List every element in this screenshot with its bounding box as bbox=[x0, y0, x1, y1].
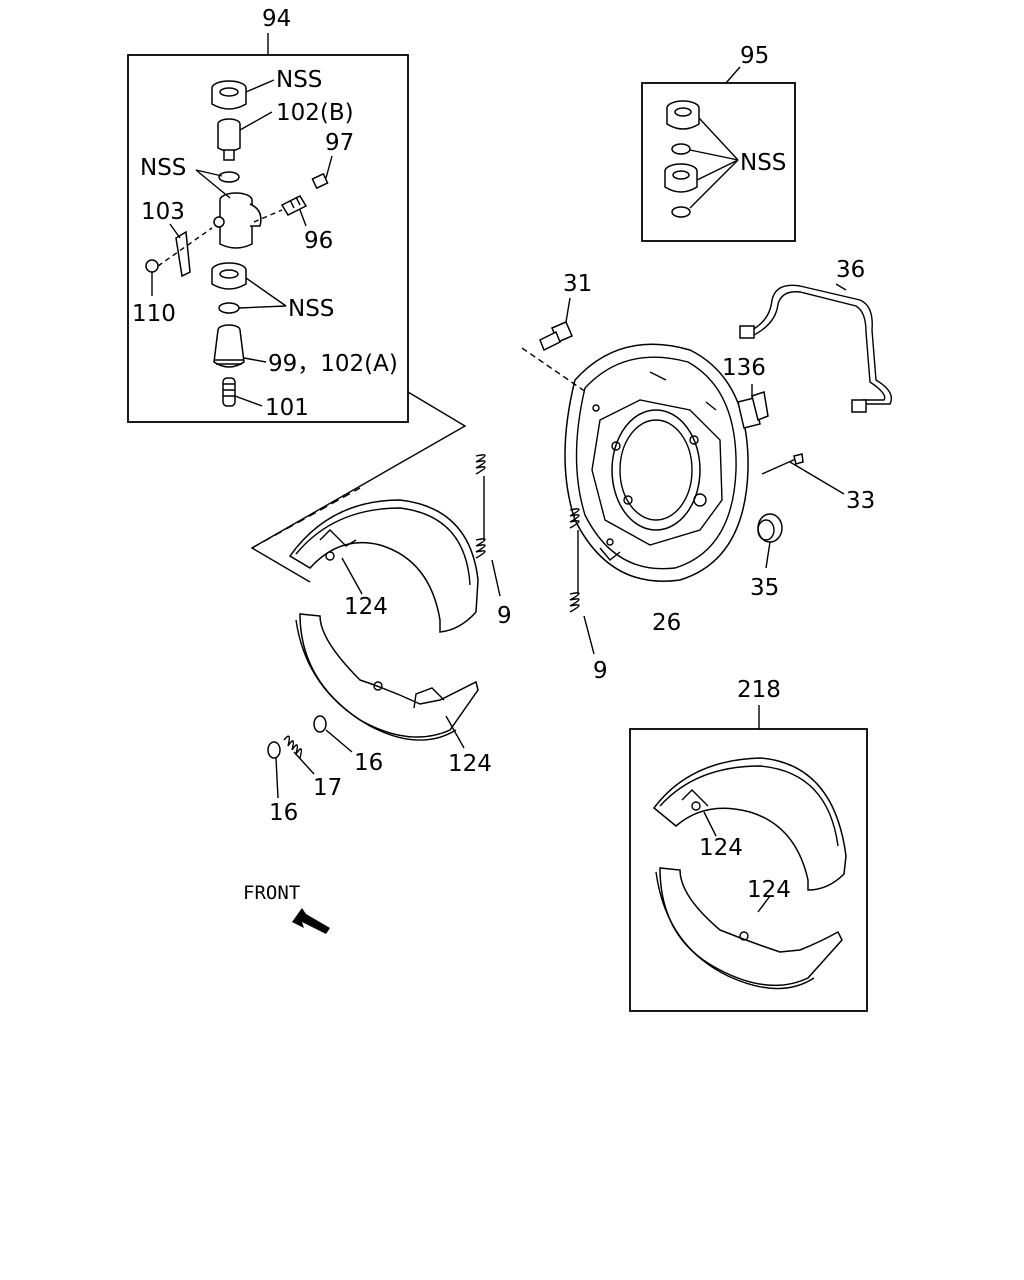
front-arrow-icon bbox=[292, 908, 330, 934]
label-9-upper: 9 bbox=[497, 603, 512, 629]
label-95: 95 bbox=[740, 43, 769, 69]
label-33: 33 bbox=[846, 488, 875, 514]
label-9-lower: 9 bbox=[593, 658, 608, 684]
label-17: 17 bbox=[313, 775, 342, 801]
label-110: 110 bbox=[132, 301, 176, 327]
box-95 bbox=[641, 82, 796, 242]
label-99-102a: 99，102(A) bbox=[268, 351, 398, 377]
label-16-left: 16 bbox=[269, 800, 298, 826]
label-94: 94 bbox=[262, 6, 291, 32]
label-124-lower-shoe: 124 bbox=[448, 751, 492, 777]
label-nss-mid: NSS bbox=[140, 155, 186, 181]
adjuster-parts bbox=[267, 715, 353, 799]
label-front: FRONT bbox=[243, 882, 300, 904]
label-124-box218-upper: 124 bbox=[699, 835, 743, 861]
box-218 bbox=[629, 728, 868, 1012]
clip-136 bbox=[737, 384, 769, 429]
label-31: 31 bbox=[563, 271, 592, 297]
label-218: 218 bbox=[737, 677, 781, 703]
label-nss-95: NSS bbox=[740, 150, 786, 176]
label-124-box218-lower: 124 bbox=[747, 877, 791, 903]
label-96: 96 bbox=[304, 228, 333, 254]
label-103: 103 bbox=[141, 199, 185, 225]
bolt-31 bbox=[521, 297, 587, 393]
label-101: 101 bbox=[265, 395, 309, 421]
label-nss-top: NSS bbox=[276, 67, 322, 93]
box-94-link-line bbox=[250, 391, 467, 583]
label-nss-low: NSS bbox=[288, 296, 334, 322]
box-94-leaders bbox=[151, 79, 333, 407]
brake-pipe-36 bbox=[739, 283, 893, 413]
label-35: 35 bbox=[750, 575, 779, 601]
brake-shoes bbox=[288, 499, 479, 749]
springs-9 bbox=[475, 454, 595, 655]
shoe-dash-line bbox=[251, 487, 361, 549]
label-26: 26 bbox=[652, 610, 681, 636]
label-36: 36 bbox=[836, 257, 865, 283]
label-124-upper-shoe: 124 bbox=[344, 594, 388, 620]
label-97: 97 bbox=[325, 130, 354, 156]
plug-35 bbox=[757, 513, 783, 569]
label-136: 136 bbox=[722, 355, 766, 381]
wheel-cylinder-kit bbox=[145, 80, 329, 407]
label-102b: 102(B) bbox=[276, 100, 354, 126]
box-95-leader bbox=[725, 66, 741, 84]
label-16-right: 16 bbox=[354, 750, 383, 776]
box-218-shoes bbox=[652, 757, 847, 990]
backing-plate bbox=[564, 343, 749, 582]
kit-95-parts bbox=[664, 100, 739, 218]
pin-33 bbox=[761, 453, 845, 495]
